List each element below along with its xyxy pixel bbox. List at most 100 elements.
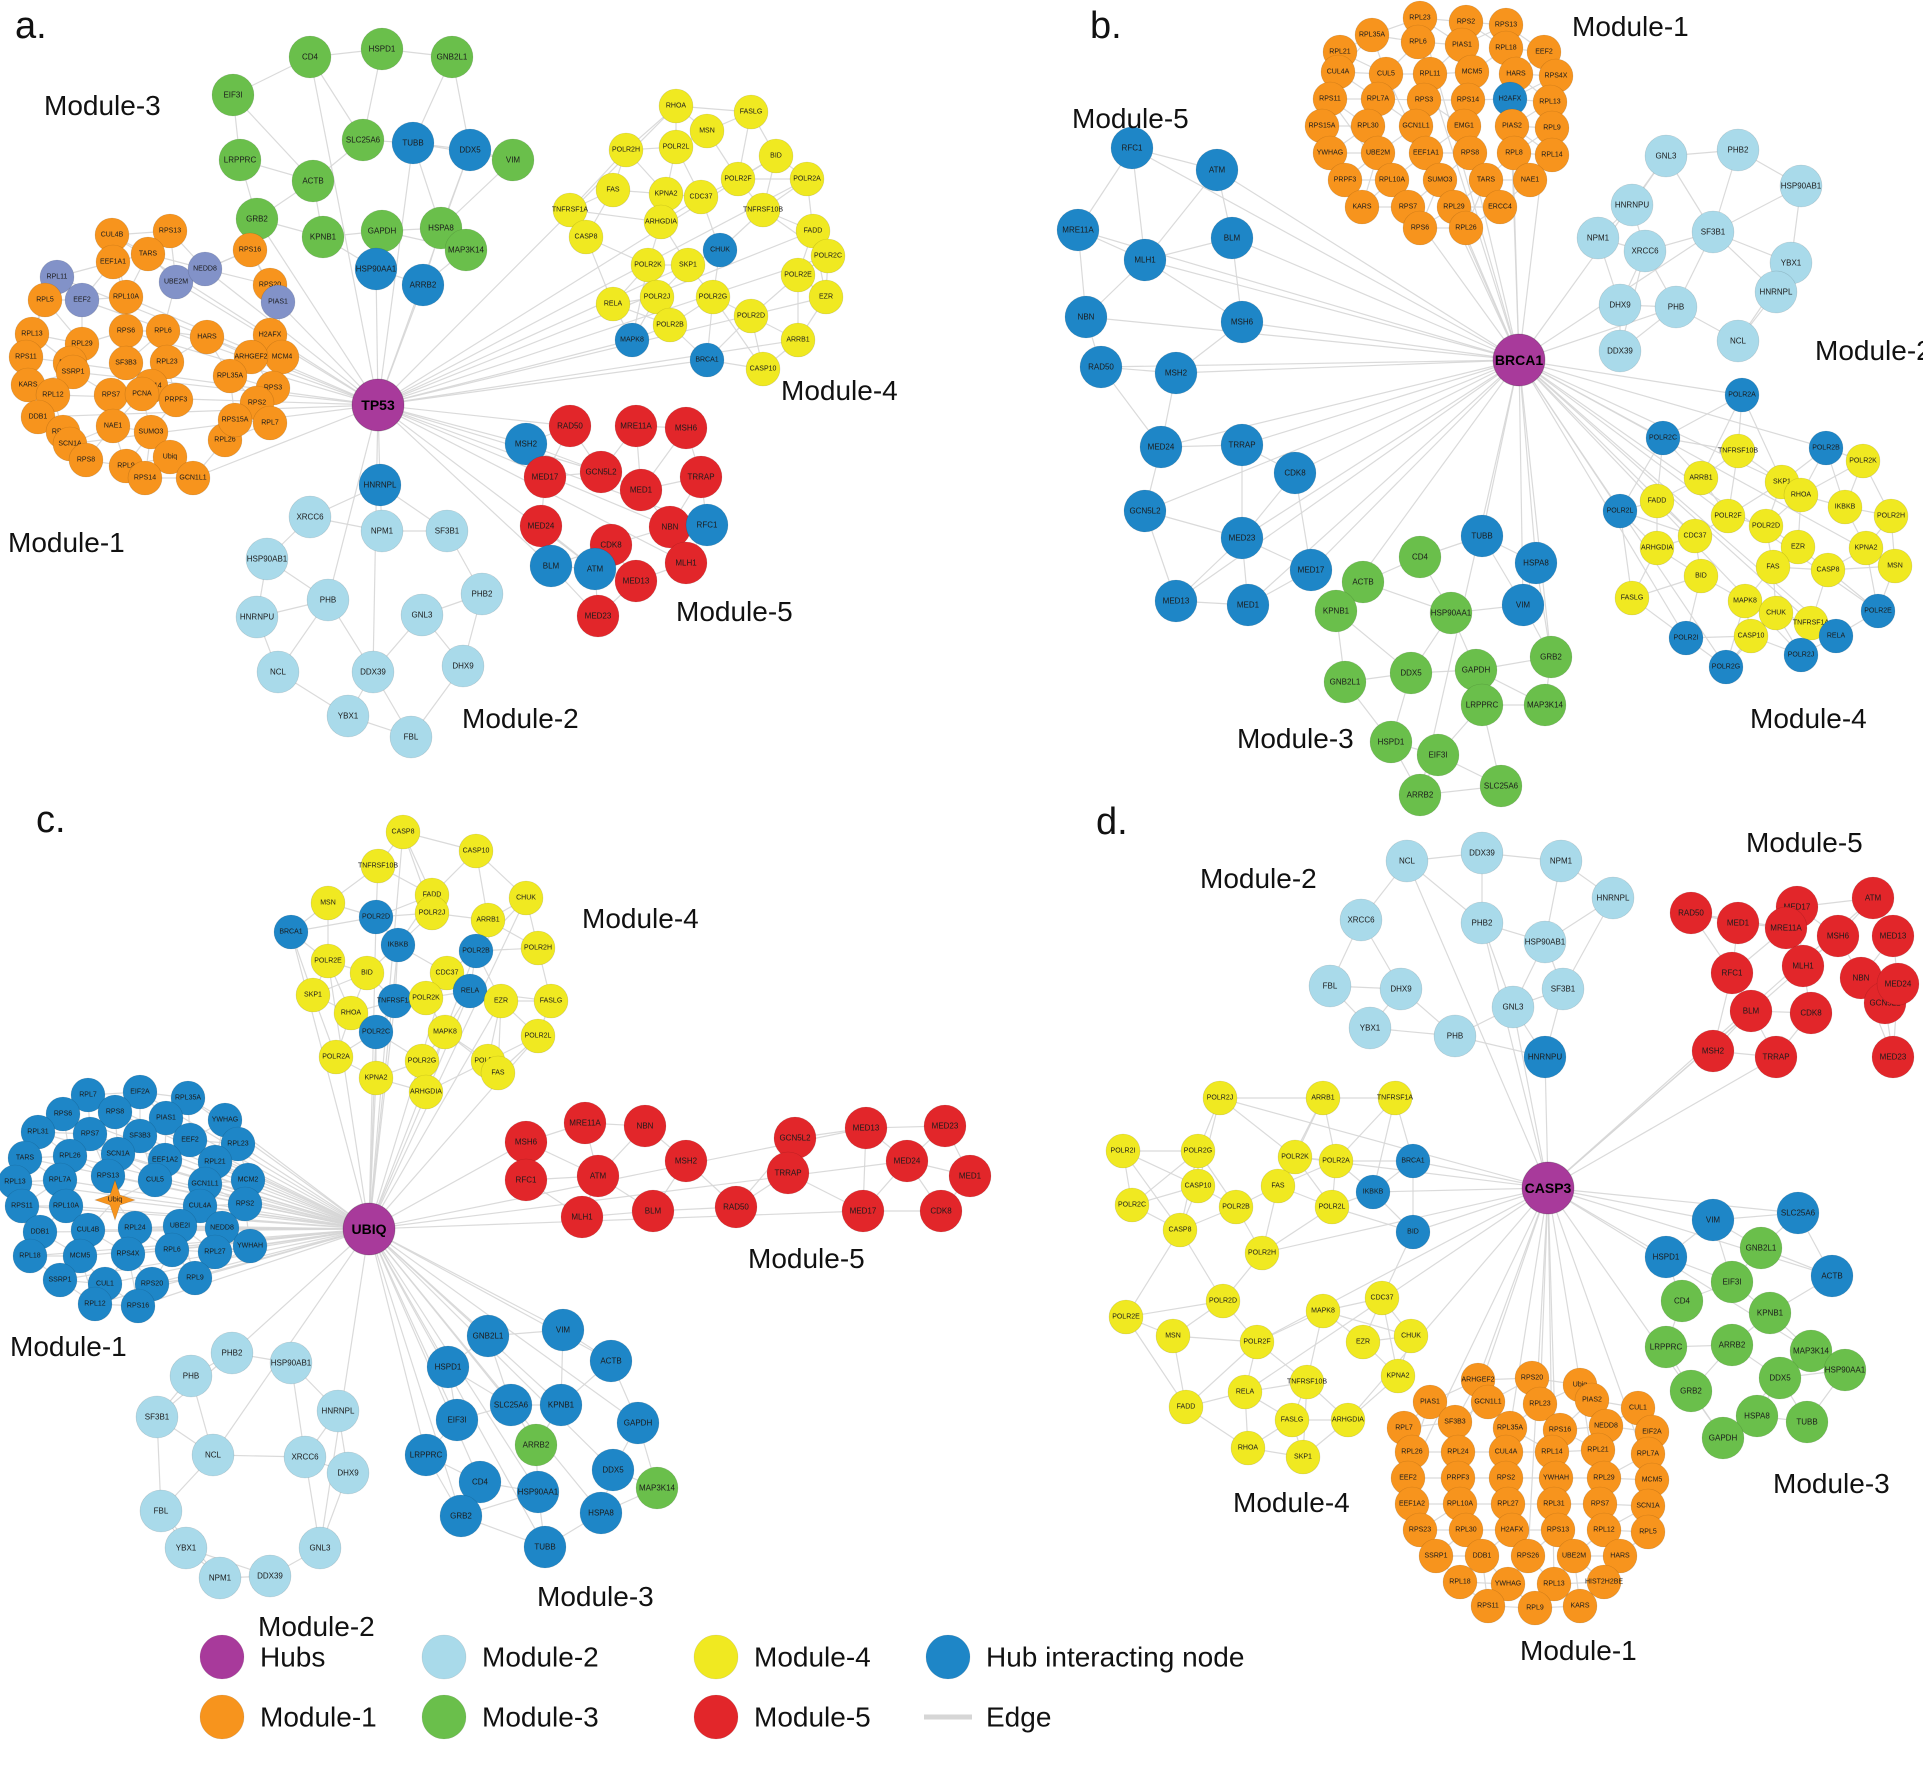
node-CHUK[interactable]: [1758, 595, 1794, 631]
node-LRPPRC[interactable]: [218, 138, 262, 182]
node-MED23[interactable]: [1871, 1035, 1915, 1079]
node-YBX1[interactable]: [1348, 1006, 1392, 1050]
node-POLR2G[interactable]: [1708, 649, 1744, 685]
node-HNRNPU[interactable]: [235, 595, 279, 639]
node-PHB[interactable]: [169, 1354, 213, 1398]
node-GRB2[interactable]: [1669, 1369, 1713, 1413]
node-MED17[interactable]: [523, 455, 567, 499]
node-MCM5[interactable]: [62, 1238, 98, 1274]
node-HNRNPL[interactable]: [358, 463, 402, 507]
node-RPL12[interactable]: [1586, 1512, 1622, 1548]
node-RHOA[interactable]: [1230, 1430, 1266, 1466]
node-NAE1[interactable]: [95, 408, 131, 444]
node-DDX39[interactable]: [248, 1554, 292, 1598]
node-HSPA8[interactable]: [1735, 1394, 1779, 1438]
node-GNL3[interactable]: [1491, 985, 1535, 1029]
node-HNRNPU[interactable]: [1610, 183, 1654, 227]
node-HSP90AA1[interactable]: [1429, 591, 1473, 635]
node-ACTB[interactable]: [291, 159, 335, 203]
node-RPL9[interactable]: [1517, 1590, 1553, 1626]
node-CHUK[interactable]: [1393, 1318, 1429, 1354]
node-CASP10[interactable]: [745, 351, 781, 387]
node-EZR[interactable]: [808, 279, 844, 315]
node-MED23[interactable]: [1220, 516, 1264, 560]
node-HSP90AB1[interactable]: [1523, 920, 1567, 964]
node-FAS[interactable]: [1260, 1168, 1296, 1204]
node-GCN1L1[interactable]: [175, 460, 211, 496]
node-MED1[interactable]: [1716, 901, 1760, 945]
node-MAPK8[interactable]: [614, 322, 650, 358]
node-RPL35A[interactable]: [212, 358, 248, 394]
node-CD4[interactable]: [1660, 1279, 1704, 1323]
node-CASP8[interactable]: [1162, 1212, 1198, 1248]
node-RAD50[interactable]: [1079, 345, 1123, 389]
node-RPL10A[interactable]: [48, 1188, 84, 1224]
node-YWHAG[interactable]: [1490, 1566, 1526, 1602]
node-MED17[interactable]: [1289, 548, 1333, 592]
node-NPM1[interactable]: [198, 1556, 242, 1600]
node-CUL5[interactable]: [137, 1162, 173, 1198]
node-CDK8[interactable]: [1273, 451, 1317, 495]
node-FASLG[interactable]: [1614, 580, 1650, 616]
node-RELA[interactable]: [1227, 1374, 1263, 1410]
node-SLC25A6[interactable]: [489, 1383, 533, 1427]
node-FASLG[interactable]: [733, 94, 769, 130]
node-RELA[interactable]: [595, 286, 631, 322]
node-RPL30[interactable]: [1448, 1512, 1484, 1548]
node-DDX39[interactable]: [1460, 831, 1504, 875]
node-RPL23[interactable]: [149, 344, 185, 380]
node-NPM1[interactable]: [1539, 839, 1583, 883]
node-DDX5[interactable]: [591, 1448, 635, 1492]
node-ARRB1[interactable]: [1305, 1080, 1341, 1116]
node-POLR2B[interactable]: [1218, 1189, 1254, 1225]
node-GNB2L1[interactable]: [430, 35, 474, 79]
node-KARS[interactable]: [1344, 189, 1380, 225]
node-MRE11A[interactable]: [1764, 906, 1808, 950]
node-POLR2C[interactable]: [358, 1014, 394, 1050]
node-GNB2L1[interactable]: [1323, 660, 1367, 704]
node-PHB2[interactable]: [1716, 128, 1760, 172]
node-POLR2J[interactable]: [1202, 1080, 1238, 1116]
node-PCNA[interactable]: [124, 376, 160, 412]
node-FAS[interactable]: [480, 1055, 516, 1091]
node-DHX9[interactable]: [1598, 283, 1642, 327]
node-FBL[interactable]: [389, 715, 433, 759]
node-CDK8[interactable]: [919, 1189, 963, 1233]
node-POLR2K[interactable]: [1277, 1139, 1313, 1175]
node-SSRP1[interactable]: [55, 354, 91, 390]
node-GNB2L1[interactable]: [1739, 1226, 1783, 1270]
node-TRRAP[interactable]: [679, 455, 723, 499]
node-KPNB1[interactable]: [539, 1383, 583, 1427]
node-FBL[interactable]: [1308, 964, 1352, 1008]
node-POLR2D[interactable]: [358, 899, 394, 935]
node-YBX1[interactable]: [164, 1526, 208, 1570]
node-NBN[interactable]: [1064, 295, 1108, 339]
node-MSH6[interactable]: [664, 406, 708, 450]
node-KPNB1[interactable]: [1314, 589, 1358, 633]
node-MED17[interactable]: [841, 1189, 885, 1233]
node-MRE11A[interactable]: [1056, 208, 1100, 252]
node-RPL9[interactable]: [177, 1260, 213, 1296]
node-ACTB[interactable]: [1810, 1254, 1854, 1298]
node-CASP8[interactable]: [1810, 552, 1846, 588]
node-VIM[interactable]: [491, 138, 535, 182]
node-HSPA8[interactable]: [579, 1491, 623, 1535]
node-MSN[interactable]: [1877, 548, 1913, 584]
node-RPL35A[interactable]: [170, 1080, 206, 1116]
node-RHOA[interactable]: [1783, 477, 1819, 513]
node-EZR[interactable]: [1780, 529, 1816, 565]
node-DHX9[interactable]: [1379, 967, 1423, 1011]
node-MED13[interactable]: [614, 559, 658, 603]
node-RPL23[interactable]: [220, 1126, 256, 1162]
node-PIAS1[interactable]: [260, 284, 296, 320]
node-HSP90AA1[interactable]: [354, 247, 398, 291]
node-FAS[interactable]: [595, 172, 631, 208]
node-XRCC6[interactable]: [283, 1435, 327, 1479]
node-EZR[interactable]: [1345, 1324, 1381, 1360]
node-POLR2E[interactable]: [780, 257, 816, 293]
node-POLR2G[interactable]: [695, 279, 731, 315]
node-NPM1[interactable]: [360, 509, 404, 553]
node-TARS[interactable]: [1468, 162, 1504, 198]
node-RPS8[interactable]: [1452, 135, 1488, 171]
node-GNL3[interactable]: [298, 1526, 342, 1570]
